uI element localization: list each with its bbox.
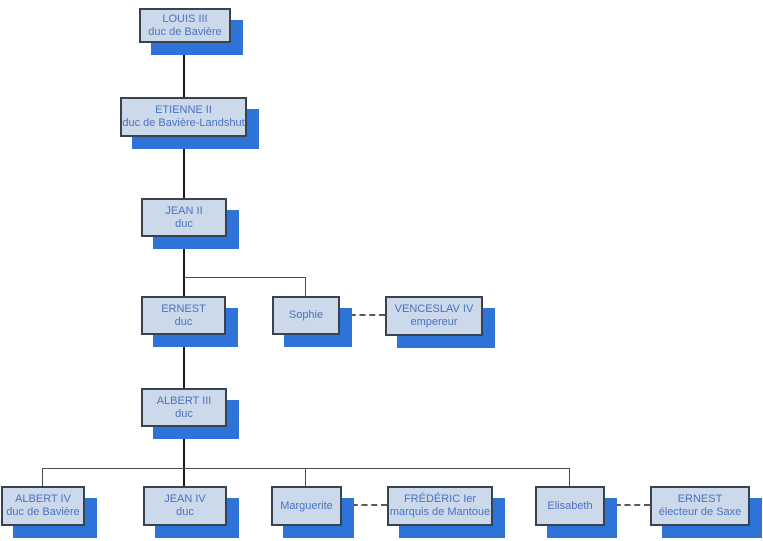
node-sophie[interactable]: Sophie xyxy=(272,296,340,335)
person-name: Elisabeth xyxy=(547,499,593,512)
node-etienne-ii[interactable]: ETIENNE II duc de Bavière-Landshut xyxy=(120,97,247,137)
person-title: duc xyxy=(176,506,194,518)
connector-ernest-albert3 xyxy=(183,335,185,388)
person-name: JEAN II xyxy=(165,204,203,217)
node-jean-ii[interactable]: JEAN II duc xyxy=(141,198,227,237)
connector-etienne-jean2 xyxy=(183,137,185,198)
node-albert-iv[interactable]: ALBERT IV duc de Bavière xyxy=(1,486,85,526)
person-title: duc xyxy=(174,315,193,328)
node-elisabeth[interactable]: Elisabeth xyxy=(535,486,605,526)
person-name: VENCESLAV IV xyxy=(394,303,474,315)
connector-drop-jean4 xyxy=(183,468,185,486)
node-venceslav-iv[interactable]: VENCESLAV IV empereur xyxy=(385,296,483,336)
person-name: Sophie xyxy=(288,309,324,321)
node-marguerite[interactable]: Marguerite xyxy=(271,486,342,526)
person-title: duc xyxy=(175,217,193,230)
node-ernest-saxe[interactable]: ERNEST électeur de Saxe xyxy=(650,486,750,526)
marriage-line-marguerite-frederic xyxy=(342,504,387,506)
person-name: ALBERT III xyxy=(156,394,212,407)
connector-branch-sophie xyxy=(184,277,306,278)
node-albert-iii[interactable]: ALBERT III duc xyxy=(141,388,227,427)
connector-albert3-bottom xyxy=(183,427,185,468)
marriage-line-sophie-venceslav xyxy=(340,314,385,316)
connector-drop-elisabeth xyxy=(569,468,570,486)
person-title: empereur xyxy=(410,316,458,328)
connector-drop-marguerite xyxy=(305,468,306,486)
person-name: FRÉDÉRIC Ier xyxy=(403,493,477,505)
node-ernest-duc[interactable]: ERNEST duc xyxy=(141,296,226,335)
person-name: JEAN IV xyxy=(164,493,206,505)
person-name: ERNEST xyxy=(161,302,206,315)
person-title: marquis de Mantoue xyxy=(389,506,491,518)
connector-drop-albert4 xyxy=(42,468,43,486)
connector-jean2-ernest xyxy=(183,237,185,296)
node-louis-iii[interactable]: LOUIS III duc de Bavière xyxy=(139,8,231,43)
person-title: électeur de Saxe xyxy=(658,506,742,518)
person-title: duc de Bavière xyxy=(148,25,222,38)
person-title: duc de Bavière xyxy=(6,506,80,518)
connector-drop-sophie xyxy=(305,277,306,296)
person-name: Marguerite xyxy=(280,499,333,512)
connector-louis-etienne xyxy=(183,42,185,97)
person-title: duc de Bavière-Landshut xyxy=(122,117,245,129)
person-name: ETIENNE II xyxy=(155,104,212,116)
connector-bottom-rail xyxy=(42,468,570,469)
node-frederic-ier[interactable]: FRÉDÉRIC Ier marquis de Mantoue xyxy=(387,486,493,526)
person-title: duc xyxy=(175,407,193,420)
person-name: ERNEST xyxy=(677,493,723,505)
node-jean-iv[interactable]: JEAN IV duc xyxy=(143,486,227,526)
person-name: LOUIS III xyxy=(162,12,208,25)
person-name: ALBERT IV xyxy=(15,493,71,505)
marriage-line-elisabeth-ernest xyxy=(605,504,650,506)
